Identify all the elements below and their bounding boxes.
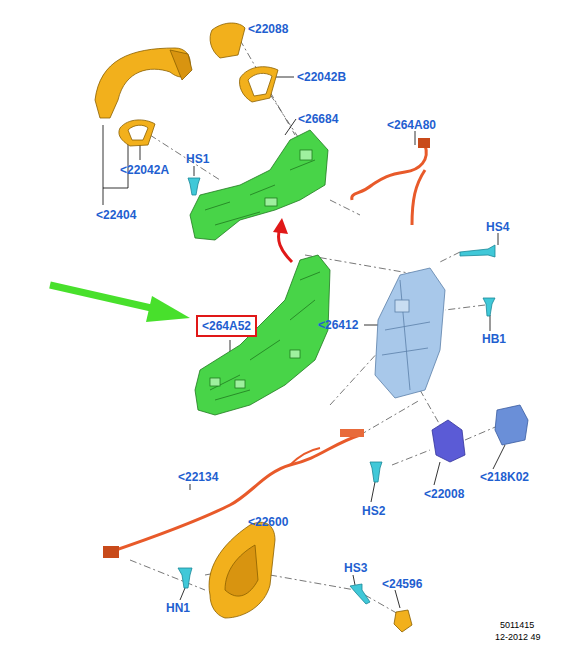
callout-number: <22134	[178, 470, 218, 484]
callout-number: <264A80	[387, 118, 436, 132]
leader-lines	[103, 29, 505, 608]
assembly-lines	[130, 40, 500, 615]
callout-number: HS1	[186, 152, 209, 166]
callout-number: <22008	[424, 487, 464, 501]
pointer-arrow	[50, 285, 160, 310]
callout-number: HS2	[362, 504, 385, 518]
screws	[178, 178, 495, 604]
pointer-arrowhead	[146, 296, 190, 322]
handle	[95, 23, 278, 146]
callout-number: HS3	[344, 561, 367, 575]
callout-number: <22600	[248, 515, 288, 529]
lock-cable	[352, 138, 430, 225]
callout-number: <22042B	[297, 70, 346, 84]
callout-number: HS4	[486, 220, 509, 234]
callout-number: <218K02	[480, 470, 529, 484]
move-arrowhead	[273, 218, 288, 234]
carrier-plate	[195, 255, 330, 415]
callout-number: <22404	[96, 208, 136, 222]
callout-number: <22088	[248, 22, 288, 36]
inner-handle	[209, 522, 275, 618]
callout-number: <26684	[298, 112, 338, 126]
seal-pad	[495, 405, 528, 445]
cap	[394, 610, 412, 632]
callout-number: HN1	[166, 601, 190, 615]
door-latch	[375, 268, 445, 398]
drawing-number: 5011415	[500, 620, 534, 630]
callout-number: <22042A	[120, 163, 169, 177]
callout-number: <26412	[318, 318, 358, 332]
handle-bracket	[190, 130, 328, 240]
callout-number: <24596	[382, 577, 422, 591]
drawing-number: 12-2012 49	[495, 632, 541, 642]
latch-cover	[432, 420, 465, 462]
callout-number: HB1	[482, 332, 506, 346]
callout-number: <264A52	[202, 319, 251, 333]
callout-box: <264A52	[196, 315, 257, 337]
